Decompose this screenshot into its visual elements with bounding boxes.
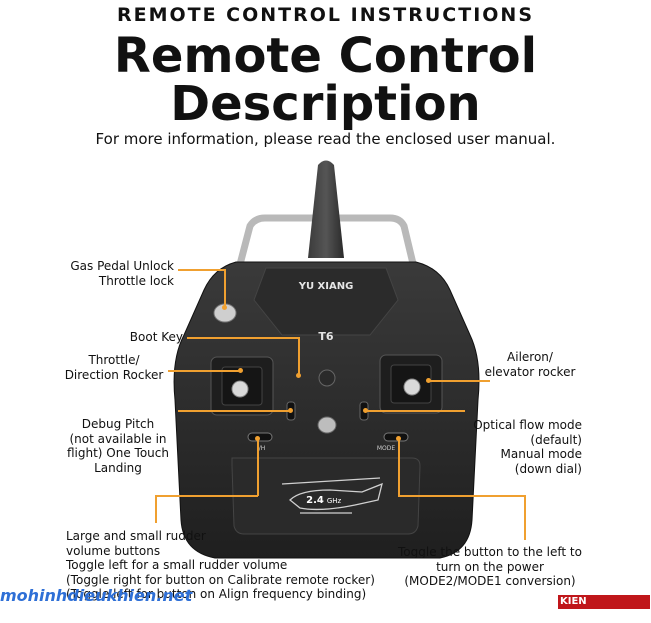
callout-rudder-line-v2 — [155, 495, 157, 523]
callout-boot-line-h — [187, 337, 299, 339]
label-rudder-line1: Large and small rudder — [66, 529, 206, 543]
model-label: T6 — [318, 330, 334, 343]
subtitle: For more information, please read the en… — [95, 130, 556, 148]
brand-label: YU XIANG — [298, 281, 354, 292]
label-throttle: Throttle/ Direction Rocker — [60, 353, 168, 382]
callout-optical-dot — [363, 408, 368, 413]
label-rudder-line2: volume buttons — [66, 543, 161, 558]
callout-optical-line — [365, 410, 465, 412]
label-power-line2: turn on the power — [436, 559, 544, 574]
switch-right-label: MODE — [377, 445, 396, 452]
antenna — [308, 160, 344, 258]
callout-gas-line-h — [178, 269, 225, 271]
callout-aileron-line — [428, 380, 490, 382]
label-optical-line1: Optical flow mode — [473, 418, 582, 432]
callout-gas-dot — [222, 305, 227, 310]
watermark-site: mohinhdieukhien.net — [0, 586, 193, 605]
callout-boot-dot — [296, 373, 301, 378]
label-power-line3: (MODE2/MODE1 conversion) — [404, 574, 576, 588]
frequency-label: 2.4 — [306, 495, 324, 506]
label-optical-flow: Optical flow mode (default) Manual mode … — [466, 418, 582, 476]
label-gas-pedal-line1: Gas Pedal Unlock — [70, 259, 174, 273]
label-power-line1: Toggle the button to the left to — [398, 545, 582, 559]
label-throttle-line1: Throttle/ — [88, 353, 140, 367]
callout-rudder-line-v — [257, 440, 259, 496]
watermark-phone: 0915449944 — [577, 610, 647, 621]
label-debug-line3: flight) One Touch — [66, 446, 169, 460]
label-rudder-line3: Toggle left for a small rudder volume — [66, 558, 288, 572]
label-aileron-line2: elevator rocker — [484, 364, 576, 379]
label-rudder-line5: (Toggle left for button on Align frequen… — [66, 587, 367, 601]
callout-power-line-h — [398, 495, 525, 497]
label-aileron: Aileron/ elevator rocker — [480, 350, 580, 379]
callout-power-dot — [396, 436, 401, 441]
callout-gas-line-v — [224, 269, 226, 307]
label-boot-key-line1: Boot Key — [129, 330, 183, 344]
label-debug-line4: Landing — [94, 460, 142, 475]
header: REMOTE CONTROL INSTRUCTIONS — [116, 4, 535, 26]
callout-rudder-line-h — [155, 495, 258, 497]
left-stick — [231, 380, 249, 398]
callout-boot-line-v — [298, 337, 300, 375]
title-line-2: Description — [170, 76, 481, 132]
label-optical-line2: (default) — [530, 432, 582, 447]
label-rudder-line4: (Toggle right for button on Calibrate re… — [66, 572, 375, 587]
callout-power-line-v — [398, 440, 400, 496]
label-optical-line4: (down dial) — [514, 461, 582, 476]
callout-debug-dot — [288, 408, 293, 413]
page-title: Remote Control Description — [0, 32, 651, 128]
right-stick — [403, 378, 421, 396]
callout-throttle-line — [168, 370, 240, 372]
label-boot-key: Boot Key — [80, 330, 183, 345]
callout-power-line-v2 — [524, 495, 526, 540]
switch-left-label: /H — [259, 445, 266, 452]
callout-debug-line — [178, 410, 290, 412]
label-debug-pitch: Debug Pitch (not available in flight) On… — [62, 417, 174, 475]
frequency-unit-label: GHz — [327, 497, 342, 505]
label-gas-pedal-line2: Throttle lock — [98, 273, 174, 288]
label-gas-pedal: Gas Pedal Unlock Throttle lock — [40, 259, 174, 288]
label-aileron-line1: Aileron/ — [507, 350, 553, 364]
rudder-volume-switch — [247, 432, 273, 442]
label-optical-line3: Manual mode — [500, 447, 582, 461]
callout-rudder-dot — [255, 436, 260, 441]
label-debug-line1: Debug Pitch — [81, 417, 155, 431]
bottom-panel — [231, 457, 421, 535]
callout-throttle-dot — [238, 368, 243, 373]
label-throttle-line2: Direction Rocker — [64, 367, 164, 382]
center-badge — [317, 416, 337, 434]
label-rudder: Large and small rudder volume buttons To… — [66, 529, 386, 602]
callout-aileron-dot — [426, 378, 431, 383]
top-plate — [253, 267, 399, 336]
label-power: Toggle the button to the left to turn on… — [390, 545, 590, 589]
boot-key-button — [318, 369, 336, 387]
title-line-1: Remote Control — [113, 28, 538, 84]
label-debug-line2: (not available in — [69, 431, 167, 446]
helicopter-graphic — [281, 477, 383, 514]
